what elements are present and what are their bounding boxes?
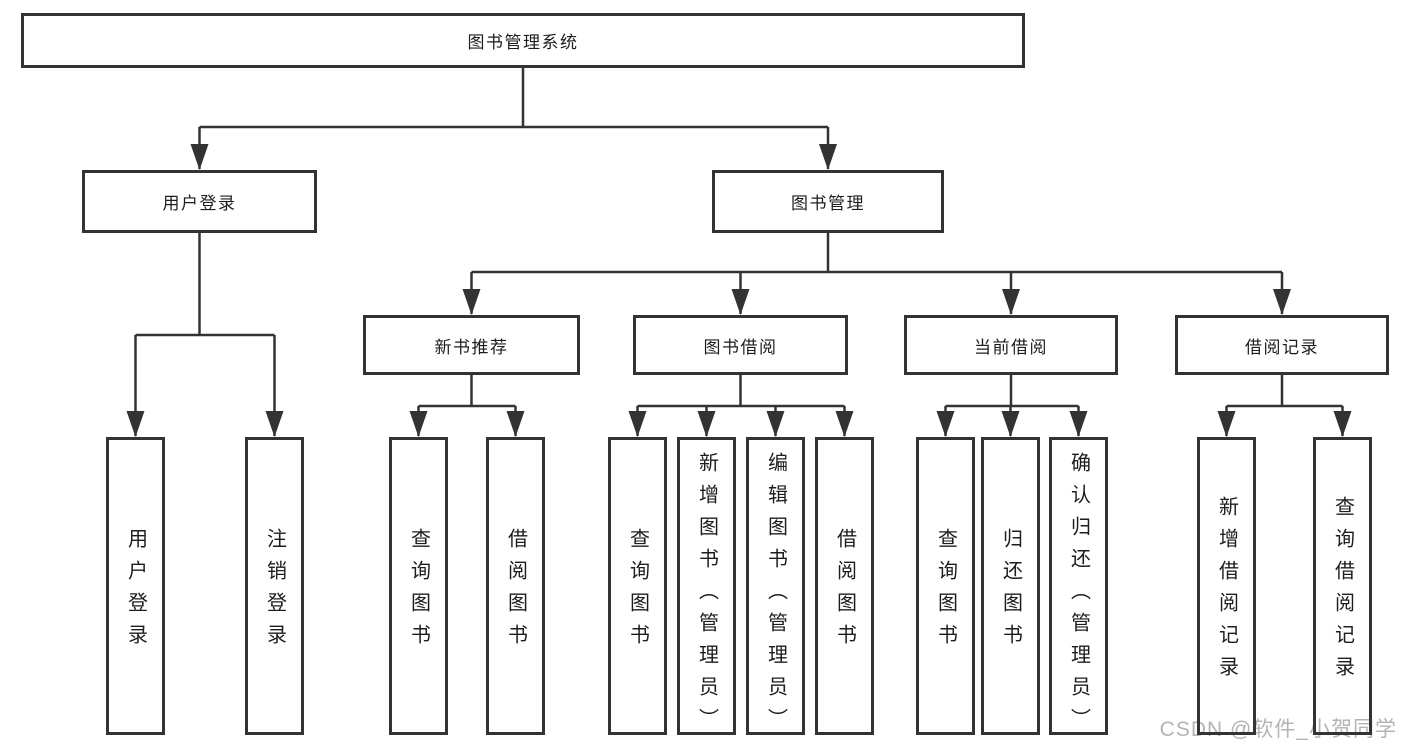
node-label: 借阅记录	[1245, 337, 1319, 357]
node-library-management-system: 图书管理系统	[21, 13, 1025, 68]
node-label: 图书借阅	[703, 337, 778, 357]
node-book-management: 图书管理	[712, 170, 944, 233]
node-label: 新增借阅记录	[1215, 496, 1238, 688]
leaf-return-book: 归还图书	[981, 437, 1040, 735]
node-label: 用户登录	[124, 528, 147, 656]
node-label: 查询借阅记录	[1331, 496, 1354, 688]
leaf-user-login: 用户登录	[106, 437, 165, 735]
node-label: 当前借阅	[974, 337, 1048, 357]
leaf-query-borrow-record: 查询借阅记录	[1313, 437, 1372, 735]
node-current-borrow: 当前借阅	[904, 315, 1118, 375]
leaf-query-books-current: 查询图书	[916, 437, 975, 735]
leaf-confirm-return-admin: 确认归还（管理员）	[1049, 437, 1108, 740]
leaf-logout: 注销登录	[245, 437, 304, 735]
node-user-login: 用户登录	[82, 170, 317, 233]
node-label: 注销登录	[263, 528, 286, 656]
node-label: 图书管理系统	[467, 33, 579, 52]
leaf-add-book-admin: 新增图书（管理员）	[677, 437, 736, 740]
node-label: 借阅图书	[504, 528, 527, 656]
node-label: 查询图书	[934, 528, 957, 656]
node-label: 确认归还（管理员）	[1067, 452, 1090, 740]
node-label: 查询图书	[626, 528, 649, 656]
leaf-query-books-recommend: 查询图书	[389, 437, 448, 735]
node-book-borrow: 图书借阅	[633, 315, 848, 375]
node-borrow-records: 借阅记录	[1175, 315, 1389, 375]
node-label: 归还图书	[999, 528, 1022, 656]
node-label: 编辑图书（管理员）	[764, 452, 787, 740]
leaf-edit-book-admin: 编辑图书（管理员）	[746, 437, 805, 740]
node-label: 用户登录	[162, 194, 237, 213]
node-new-book-recommend: 新书推荐	[363, 315, 580, 375]
node-label: 新增图书（管理员）	[695, 452, 718, 740]
node-label: 查询图书	[407, 528, 430, 656]
node-label: 新书推荐	[434, 337, 509, 357]
leaf-add-borrow-record: 新增借阅记录	[1197, 437, 1256, 735]
leaf-query-books-borrow: 查询图书	[608, 437, 667, 735]
node-label: 借阅图书	[833, 528, 856, 656]
leaf-borrow-books: 借阅图书	[815, 437, 874, 735]
node-label: 图书管理	[791, 194, 865, 213]
csdn-watermark: CSDN @软件_小贺同学	[1159, 718, 1397, 741]
leaf-borrow-books-recommend: 借阅图书	[486, 437, 545, 735]
